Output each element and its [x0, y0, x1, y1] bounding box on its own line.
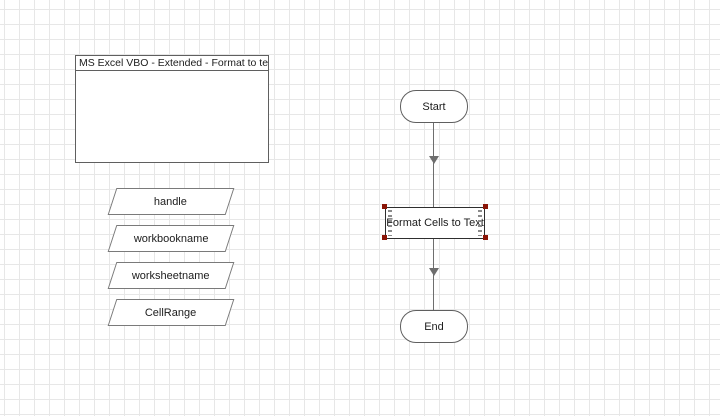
- data-item-handle[interactable]: handle: [107, 188, 235, 215]
- process-stage-label: Format Cells to Text: [386, 217, 484, 229]
- process-stage-selected[interactable]: Format Cells to Text: [385, 207, 485, 239]
- process-info-box[interactable]: MS Excel VBO - Extended - Format to te: [75, 55, 269, 163]
- data-item-worksheetname[interactable]: worksheetname: [107, 262, 235, 289]
- data-item-workbookname[interactable]: workbookname: [107, 225, 235, 252]
- data-item-label: CellRange: [145, 306, 197, 319]
- data-item-label: handle: [154, 195, 188, 208]
- selection-edge-right: [478, 210, 482, 236]
- arrowhead-down-icon: [429, 268, 439, 276]
- start-stage[interactable]: Start: [400, 90, 468, 123]
- end-stage-label: End: [424, 320, 444, 333]
- selection-handle-top-right[interactable]: [483, 204, 488, 209]
- arrowhead-down-icon: [429, 156, 439, 164]
- end-stage[interactable]: End: [400, 310, 468, 343]
- process-info-body: [76, 71, 268, 162]
- connector-start-to-process[interactable]: [433, 123, 434, 207]
- start-stage-label: Start: [422, 100, 446, 113]
- selection-handle-top-left[interactable]: [382, 204, 387, 209]
- selection-edge-left: [388, 210, 392, 236]
- selection-handle-bottom-left[interactable]: [382, 235, 387, 240]
- data-item-cellrange[interactable]: CellRange: [107, 299, 235, 326]
- data-item-label: workbookname: [133, 232, 209, 245]
- data-item-label: worksheetname: [132, 269, 210, 282]
- process-info-title: MS Excel VBO - Extended - Format to te: [76, 56, 268, 71]
- selection-handle-bottom-right[interactable]: [483, 235, 488, 240]
